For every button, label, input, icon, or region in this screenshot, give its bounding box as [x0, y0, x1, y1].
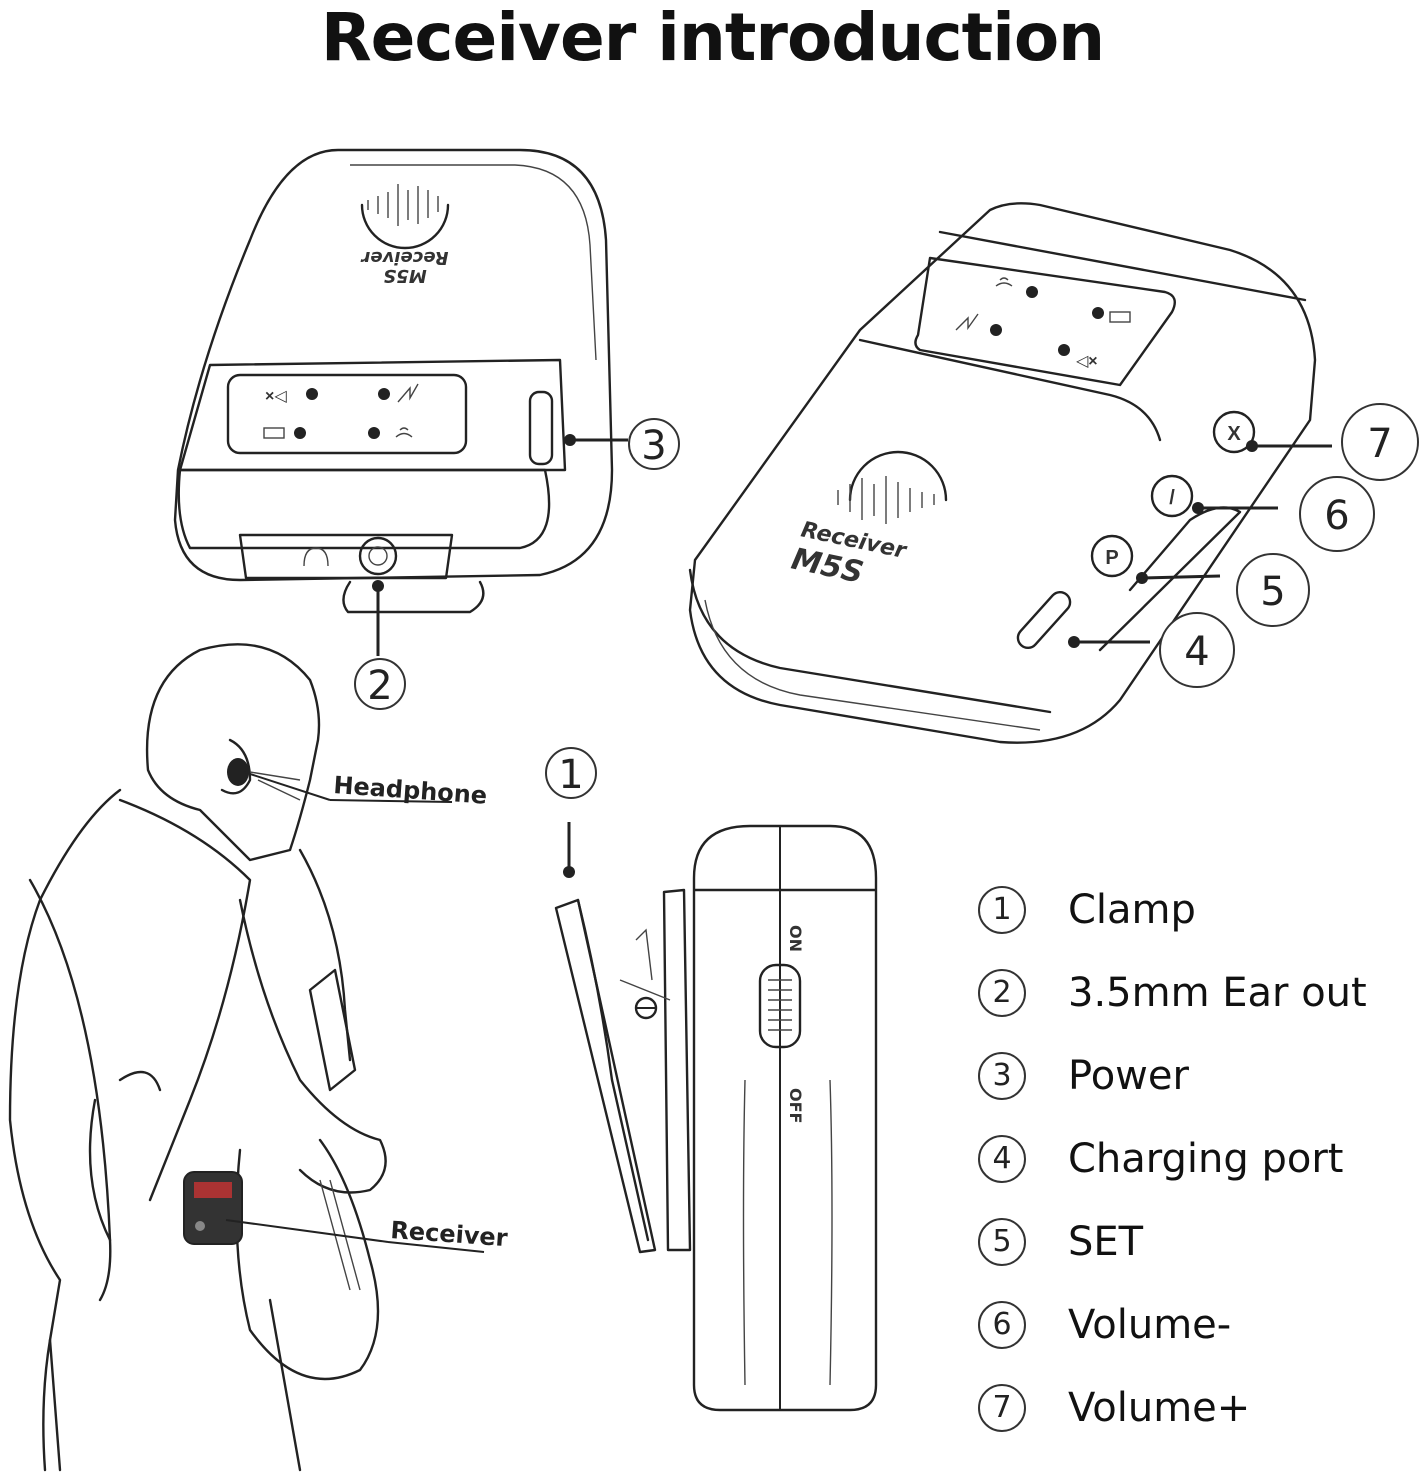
legend-number: 5 [978, 1217, 1026, 1266]
svg-text:X: X [1227, 423, 1241, 445]
legend-item-set: 5 SET [978, 1200, 1418, 1283]
volume-down-button: / [1150, 474, 1194, 518]
legend-number: 2 [978, 968, 1026, 1017]
svg-text:Receiver: Receiver [390, 1216, 509, 1252]
parts-legend: 1 Clamp 2 3.5mm Ear out 3 Power 4 Chargi… [978, 868, 1418, 1449]
battery-icon [263, 427, 285, 439]
svg-text:/: / [1169, 487, 1175, 509]
battery-icon [1109, 311, 1131, 323]
legend-label: Clamp [1068, 886, 1196, 933]
switch-on-label: ON [786, 925, 805, 952]
volume-up-button: X [1212, 410, 1256, 454]
person-illustration [8, 643, 387, 1472]
svg-text:7: 7 [1367, 421, 1392, 467]
guitar-neck [308, 968, 357, 1092]
charging-port [1016, 590, 1072, 650]
signal-icon [397, 383, 419, 403]
indicator-lights-angled: ◁× [955, 277, 1131, 370]
legend-number: 4 [978, 1134, 1026, 1183]
legend-item-volume-down: 6 Volume- [978, 1283, 1418, 1366]
callout-6: 6 [1192, 476, 1375, 552]
callout-3: 3 [564, 418, 680, 470]
legend-label: Volume- [1068, 1301, 1232, 1348]
svg-text:2: 2 [367, 663, 392, 709]
callout-4: 4 [1068, 612, 1235, 688]
callout-1: 1 [545, 747, 597, 878]
svg-text:Headphone: Headphone [333, 771, 488, 810]
svg-text:P: P [1105, 547, 1118, 569]
legend-item-charging-port: 4 Charging port [978, 1117, 1418, 1200]
svg-text:5: 5 [1260, 569, 1285, 615]
wifi-icon [995, 277, 1013, 287]
clamp [554, 898, 657, 1254]
legend-label: Charging port [1068, 1135, 1344, 1182]
clip-bottom [342, 580, 485, 614]
brand-label-front: Receiver [360, 247, 448, 268]
mute-icon: ×◁ [265, 388, 287, 405]
headphone-earpiece [227, 758, 249, 786]
svg-text:3: 3 [641, 423, 666, 469]
switch-off-label: OFF [786, 1088, 805, 1123]
legend-label: Power [1068, 1052, 1189, 1099]
legend-number: 1 [978, 885, 1026, 934]
legs [48, 1298, 302, 1472]
ear [220, 738, 252, 795]
callout-7: 7 [1246, 403, 1419, 481]
ear-out-panel [238, 533, 454, 580]
legend-label: Volume+ [1068, 1384, 1251, 1431]
headphone-icon [303, 547, 329, 567]
receiver-side-view: ON OFF [554, 824, 878, 1412]
signal-icon [955, 313, 979, 331]
legend-item-ear-out: 2 3.5mm Ear out [978, 951, 1418, 1034]
legend-number: 6 [978, 1300, 1026, 1349]
brand-logo-front: Receiver M5S [360, 184, 450, 286]
legend-item-power: 3 Power [978, 1034, 1418, 1117]
page-title: Receiver introduction [320, 0, 1105, 76]
model-label-front: M5S [383, 265, 426, 286]
guitar-body [235, 1138, 380, 1381]
callout-2: 2 [354, 580, 406, 710]
svg-text:6: 6 [1324, 493, 1349, 539]
ear-jack [358, 536, 398, 576]
callout-5: 5 [1136, 553, 1310, 627]
legend-item-volume-up: 7 Volume+ [978, 1366, 1418, 1449]
legend-number: 7 [978, 1383, 1026, 1432]
svg-text:4: 4 [1184, 629, 1209, 675]
power-slide-switch [758, 963, 802, 1049]
power-switch [528, 390, 554, 466]
legend-number: 3 [978, 1051, 1026, 1100]
receiver-front-view: ×◁ Receiver M5S [173, 148, 614, 614]
legend-label: SET [1068, 1218, 1144, 1265]
legend-label: 3.5mm Ear out [1068, 969, 1367, 1016]
indicator-lights-front: ×◁ [263, 383, 419, 439]
wifi-icon [395, 427, 413, 438]
mute-icon: ◁× [1075, 353, 1098, 370]
svg-text:1: 1 [558, 752, 583, 798]
legend-item-clamp: 1 Clamp [978, 868, 1418, 951]
brand-logo-angled: Receiver M5S [788, 450, 948, 591]
set-button: P [1090, 534, 1134, 578]
